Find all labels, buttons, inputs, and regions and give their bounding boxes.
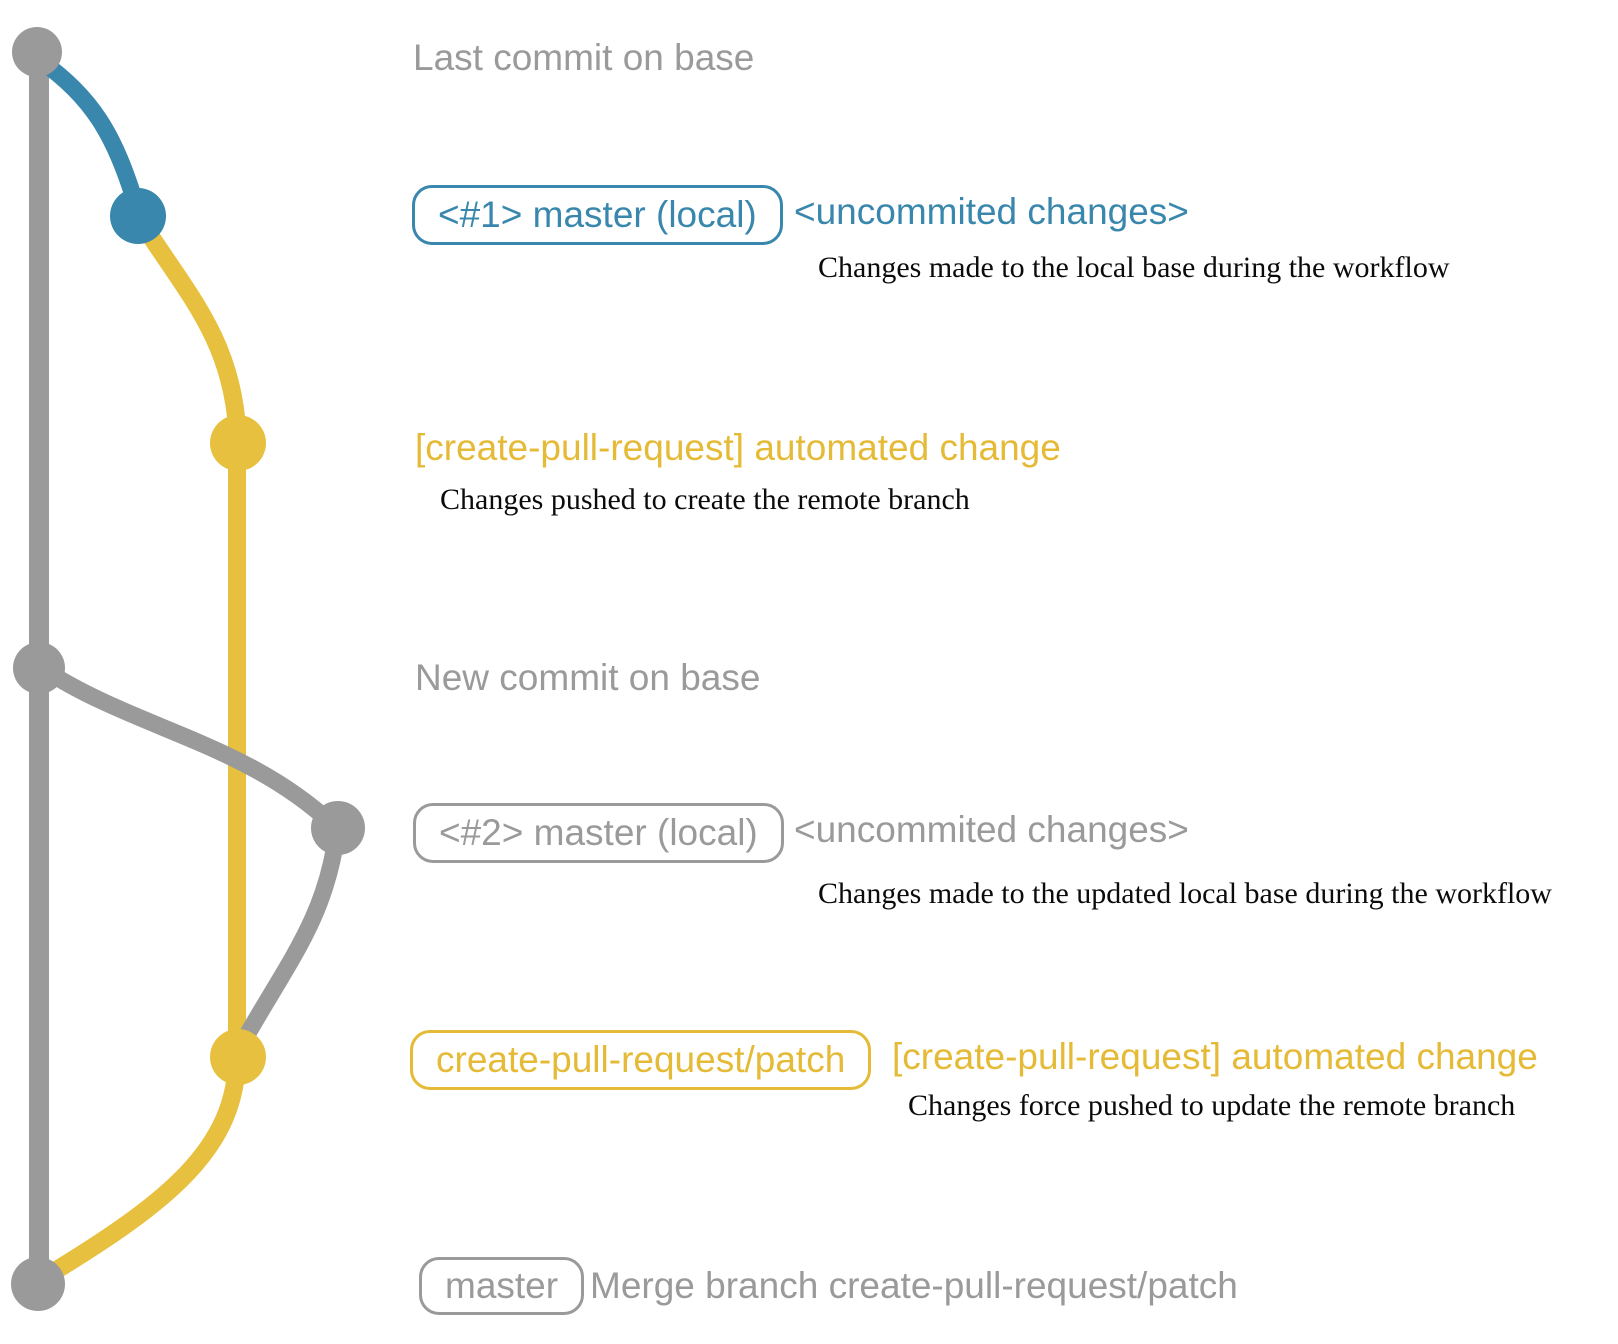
commit-dot-new-base [13, 642, 65, 694]
commit-dot-last-base [12, 27, 62, 77]
label-merge-branch: Merge branch create-pull-request/patch [590, 1265, 1238, 1306]
label-automated-change-2: [create-pull-request] automated change [892, 1036, 1538, 1077]
badge-master-local-1: <#1> master (local) [412, 185, 783, 245]
label-uncommitted-changes-2: <uncommited changes> [794, 809, 1189, 850]
commit-dot-local-2 [311, 801, 365, 855]
commit-dot-patch-1 [210, 415, 266, 471]
caption-push-create-branch: Changes pushed to create the remote bran… [440, 483, 970, 516]
badge-master-local-2: <#2> master (local) [413, 803, 784, 863]
label-last-commit-on-base: Last commit on base [413, 37, 755, 78]
label-new-commit-on-base: New commit on base [415, 657, 761, 698]
label-automated-change-1: [create-pull-request] automated change [415, 427, 1061, 468]
commit-dot-patch-2 [210, 1029, 266, 1085]
commit-dot-local-1 [110, 188, 166, 244]
commit-dot-merge [11, 1257, 65, 1311]
caption-force-push-branch: Changes force pushed to update the remot… [908, 1089, 1516, 1122]
caption-local-changes-2: Changes made to the updated local base d… [818, 877, 1552, 910]
rebase-branch-line [33, 659, 341, 833]
force-push-line [234, 823, 346, 1051]
caption-local-changes-1: Changes made to the local base during th… [818, 251, 1450, 284]
badge-master: master [419, 1257, 585, 1315]
label-uncommitted-changes-1: <uncommited changes> [794, 191, 1189, 232]
badge-create-pull-request-patch: create-pull-request/patch [410, 1030, 872, 1090]
local-branch-line [31, 51, 146, 217]
